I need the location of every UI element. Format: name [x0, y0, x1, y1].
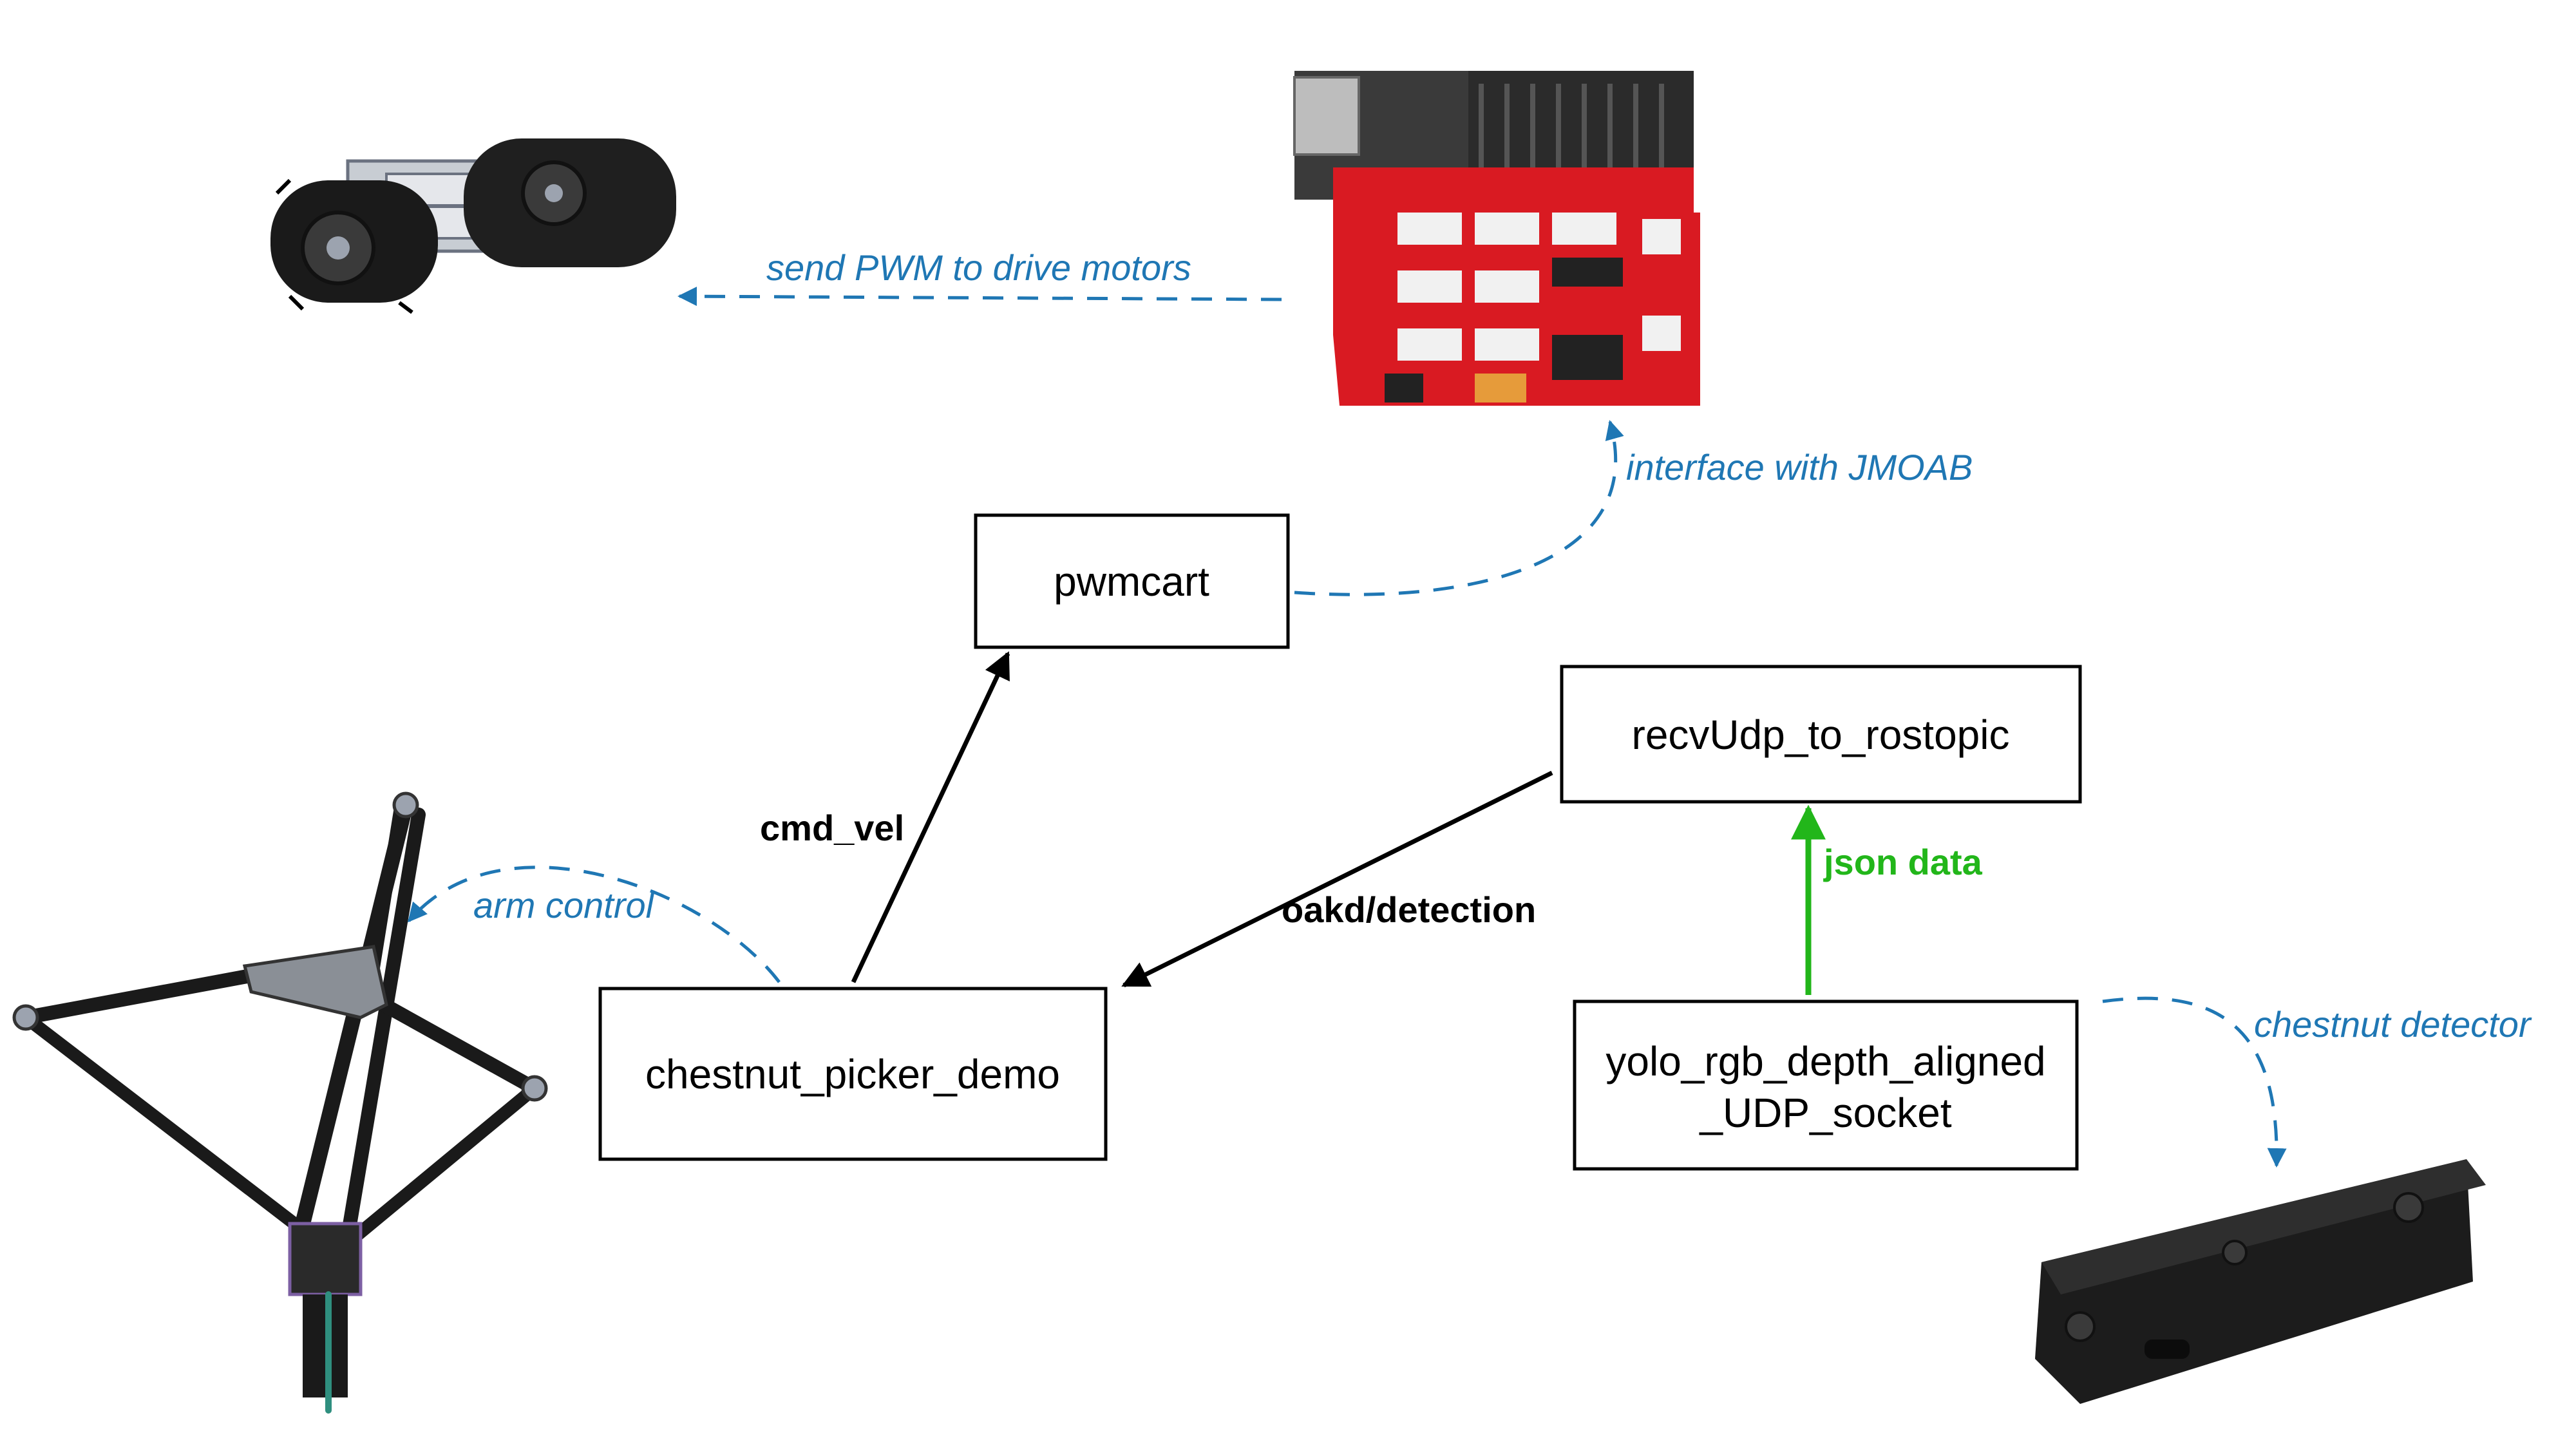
- node-recvudp-label: recvUdp_to_rostopic: [1632, 712, 2010, 758]
- label-cmd-vel: cmd_vel: [760, 808, 904, 848]
- node-yolo: yolo_rgb_depth_aligned _UDP_socket: [1573, 999, 2079, 1171]
- edge-chestnut-detector: [2102, 996, 2287, 1168]
- edge-interface-jmoab: [1294, 420, 1624, 596]
- edge-arm-control: [408, 866, 781, 983]
- label-oakd-detection: oakd/detection: [1282, 889, 1536, 930]
- node-yolo-label-line1: yolo_rgb_depth_aligned: [1605, 1038, 2045, 1084]
- node-picker-demo-label: chestnut_picker_demo: [645, 1051, 1060, 1097]
- tracked-chassis-image: [270, 138, 676, 314]
- edge-send-pwm: [677, 287, 1282, 307]
- node-pwmcart: pwmcart: [974, 513, 1290, 649]
- label-arm-control: arm control: [473, 885, 655, 925]
- node-recvudp: recvUdp_to_rostopic: [1560, 665, 2082, 804]
- jmoab-board-image: [1293, 71, 1700, 406]
- label-send-pwm: send PWM to drive motors: [766, 247, 1191, 288]
- edge-cmd-vel: [851, 651, 1010, 983]
- delta-arm-image: [12, 791, 548, 1414]
- node-picker-demo: chestnut_picker_demo: [598, 987, 1108, 1161]
- edge-oakd-detection: [1121, 770, 1553, 988]
- node-yolo-label-line2: _UDP_socket: [1699, 1090, 1952, 1136]
- label-interface-jmoab: interface with JMOAB: [1626, 447, 1973, 488]
- oakd-camera-image: [2035, 1159, 2486, 1404]
- node-pwmcart-label: pwmcart: [1054, 558, 1209, 605]
- label-json-data: json data: [1823, 842, 1983, 882]
- label-chestnut-detector: chestnut detector: [2254, 1004, 2532, 1045]
